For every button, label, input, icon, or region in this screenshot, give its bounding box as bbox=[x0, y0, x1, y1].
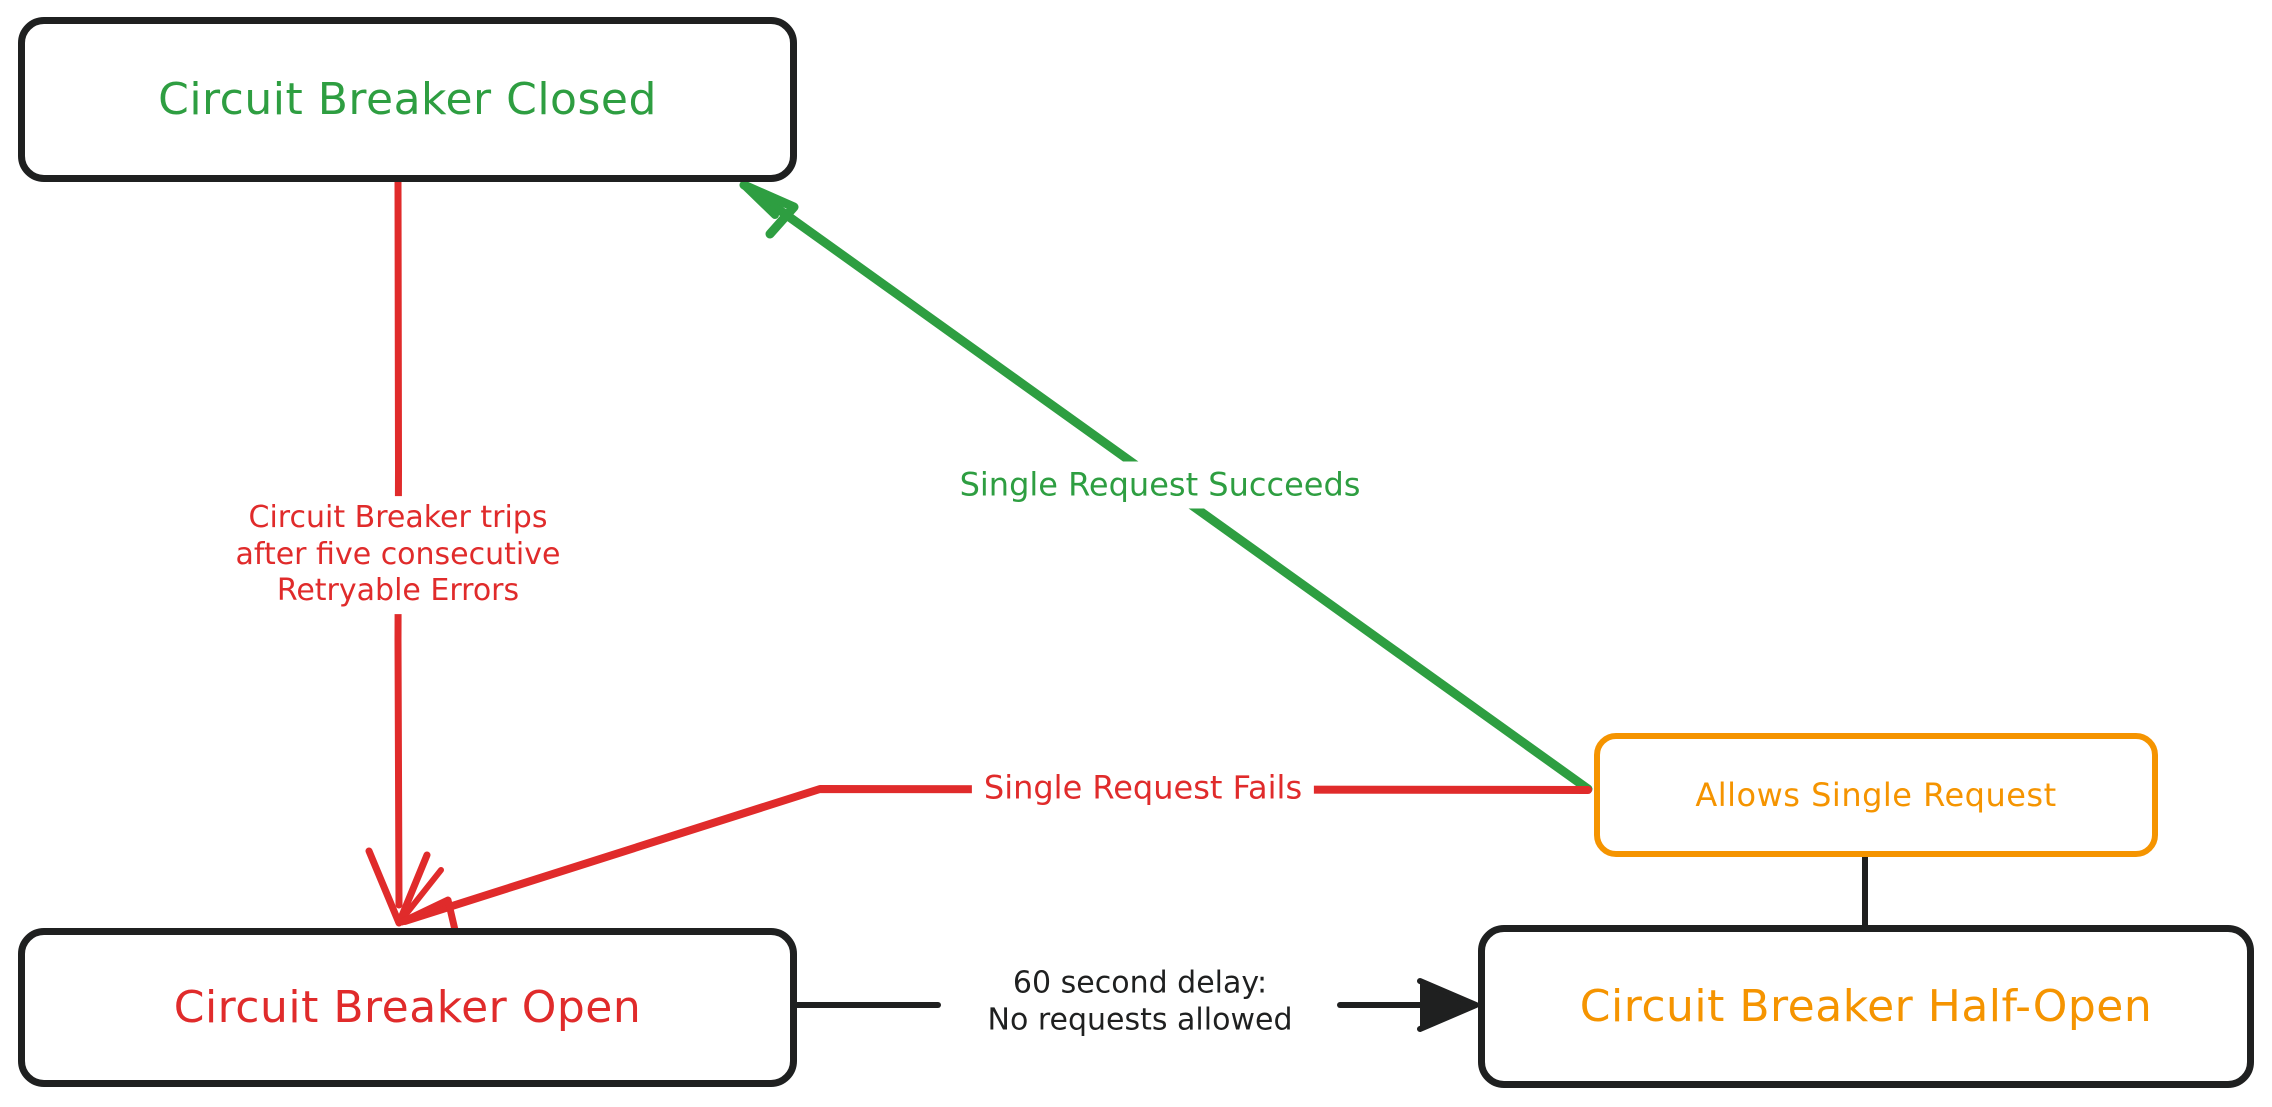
edge-allows-to-closed bbox=[739, 180, 1593, 794]
node-label-allows-single-request: Allows Single Request bbox=[1695, 776, 2057, 814]
node-label-circuit-breaker-closed: Circuit Breaker Closed bbox=[158, 74, 657, 125]
node-circuit-breaker-half-open[interactable]: Circuit Breaker Half-Open bbox=[1478, 925, 2254, 1088]
node-allows-single-request[interactable]: Allows Single Request bbox=[1594, 733, 2158, 857]
edge-open-to-half-open bbox=[794, 978, 1479, 1032]
edge-allows-to-open bbox=[398, 785, 1592, 934]
node-circuit-breaker-open[interactable]: Circuit Breaker Open bbox=[18, 928, 797, 1087]
node-circuit-breaker-closed[interactable]: Circuit Breaker Closed bbox=[18, 17, 797, 182]
node-label-circuit-breaker-open: Circuit Breaker Open bbox=[173, 982, 642, 1033]
edge-closed-to-open bbox=[365, 178, 444, 927]
node-label-circuit-breaker-half-open: Circuit Breaker Half-Open bbox=[1579, 981, 2153, 1032]
